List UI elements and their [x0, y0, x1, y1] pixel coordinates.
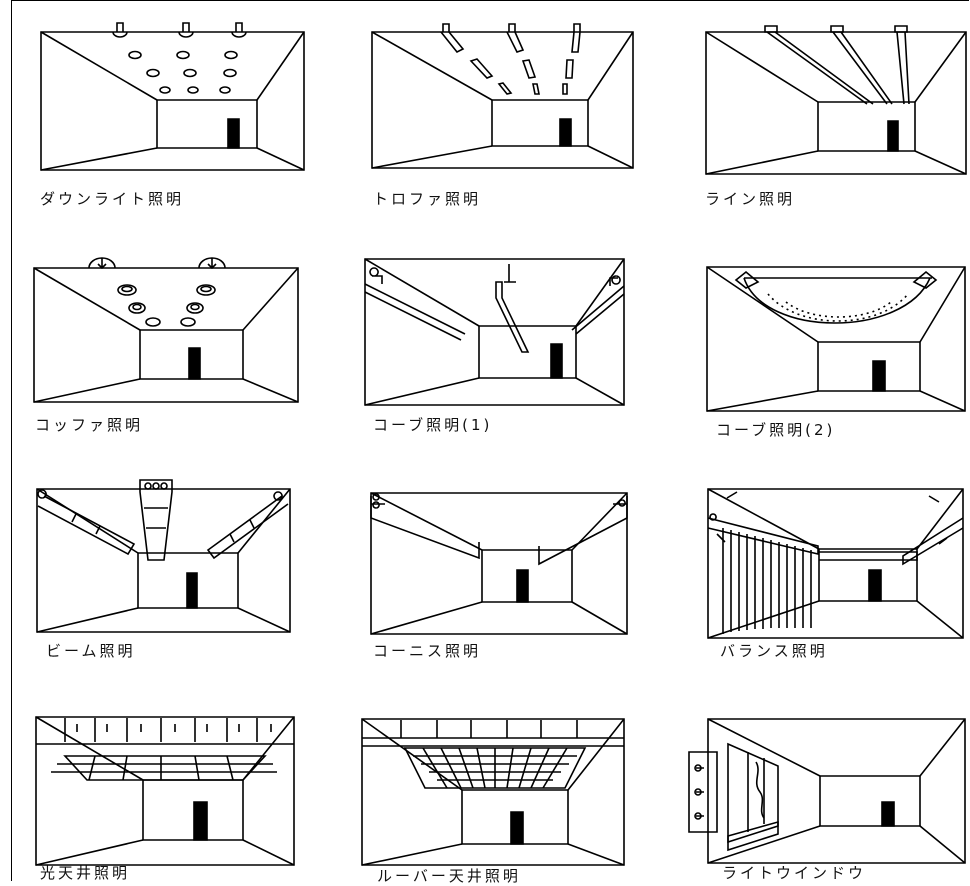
caption-troffer: トロファ照明: [373, 190, 482, 208]
cove2-room-drawing: [706, 266, 966, 412]
light-window-room-drawing: [688, 718, 966, 864]
downlight-fixtures: [113, 23, 246, 93]
troffer-fixtures: [441, 24, 580, 94]
valance-fixtures: [708, 492, 963, 634]
beam-room-drawing: [36, 488, 291, 633]
caption-valance: バランス照明: [720, 642, 828, 660]
caption-line: ライン照明: [705, 190, 796, 208]
caption-luminous-ceiling: 光天井照明: [40, 864, 131, 882]
troffer-room-drawing: [371, 18, 634, 169]
beam-fixtures: [38, 480, 288, 560]
cove2-fixtures: [736, 272, 936, 323]
caption-coffer: コッファ照明: [35, 416, 144, 434]
caption-cove1: コーブ照明(1): [373, 416, 493, 434]
louver-ceiling-room-drawing: [361, 718, 625, 866]
valance-room-drawing: [707, 488, 964, 639]
cove1-room-drawing: [364, 258, 625, 406]
cornice-room-drawing: [370, 492, 628, 635]
caption-cornice: コーニス照明: [373, 642, 482, 660]
luminous-ceiling-fixtures: [36, 718, 294, 780]
caption-cove2: コーブ照明(2): [716, 421, 836, 439]
caption-louver-ceiling: ルーバー天井照明: [377, 867, 521, 885]
louver-ceiling-fixtures: [362, 720, 624, 788]
coffer-fixtures: [89, 258, 225, 326]
cove1-fixtures: [365, 264, 624, 352]
coffer-room-drawing: [33, 255, 299, 403]
luminous-ceiling-room-drawing: [35, 716, 295, 866]
downlight-room-drawing: [40, 18, 305, 171]
light-window-fixtures: [689, 744, 778, 850]
figure-frame: [11, 0, 969, 881]
line-fixtures: [765, 26, 909, 104]
caption-downlight: ダウンライト照明: [40, 190, 185, 208]
caption-light-window: ライトウインドウ: [722, 864, 867, 882]
cornice-fixtures: [371, 494, 627, 564]
line-lighting-room-drawing: [705, 26, 967, 175]
caption-beam: ビーム照明: [46, 642, 136, 660]
